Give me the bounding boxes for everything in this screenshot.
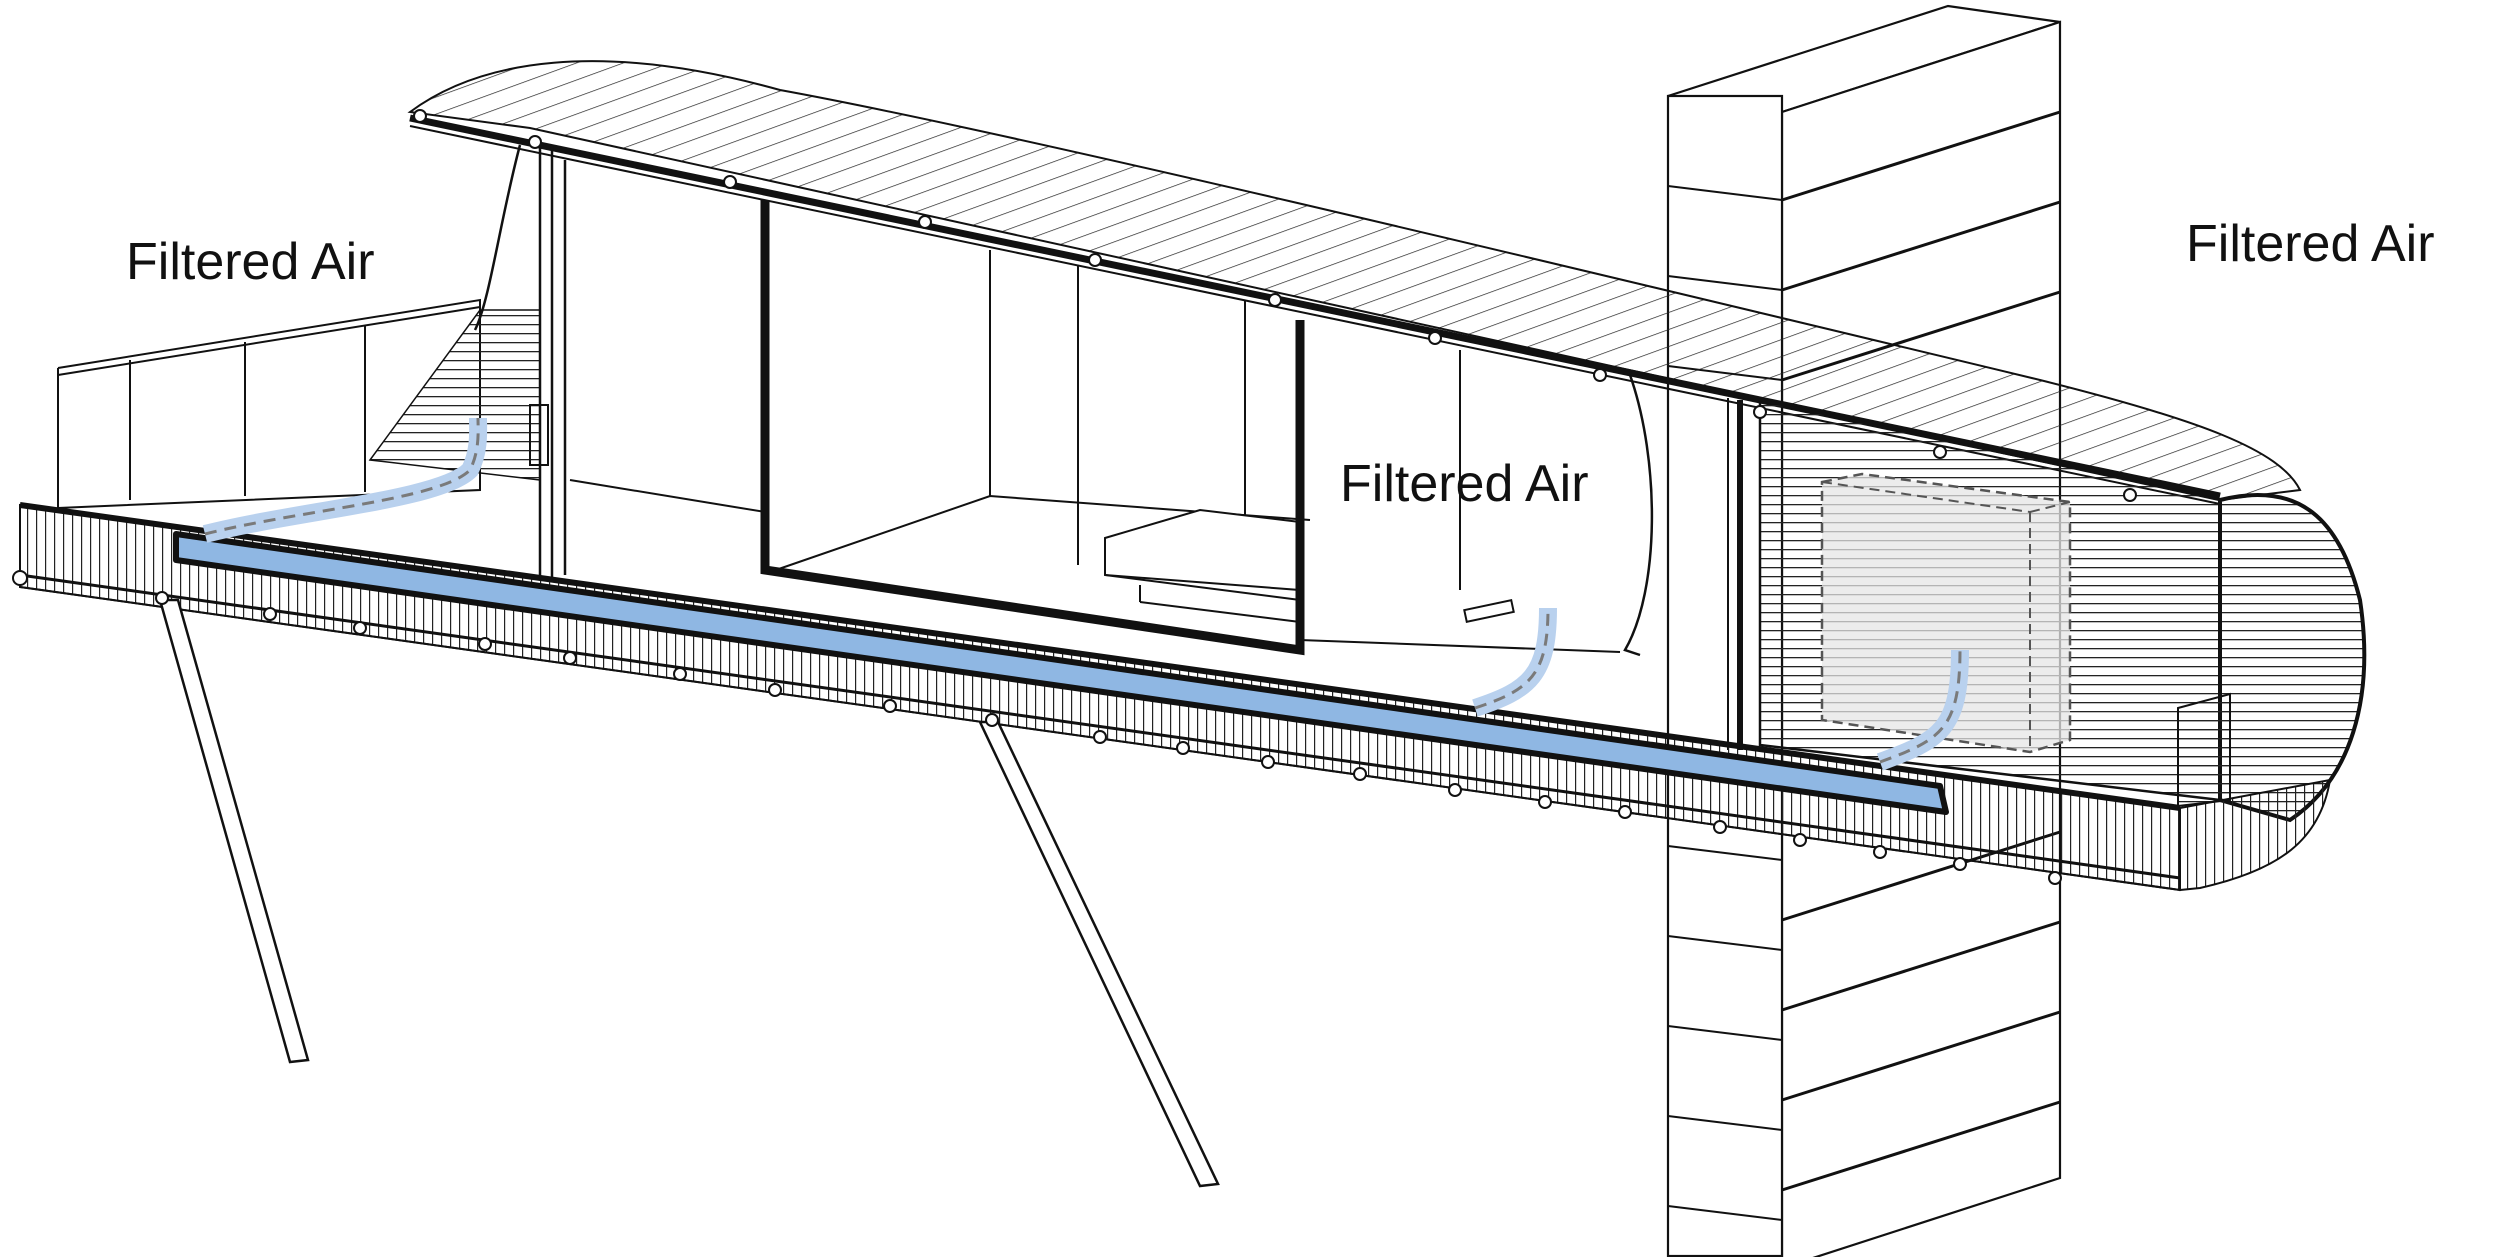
support-struts	[158, 598, 1220, 1188]
edge-rivets	[12, 109, 2137, 885]
supply-duct	[173, 531, 1949, 815]
filter-unit	[1820, 472, 2072, 754]
airflow-paths	[202, 417, 1969, 771]
interior-walls	[569, 250, 1621, 653]
bedroom-frame	[760, 200, 1305, 656]
curved-partition	[1623, 374, 1654, 657]
balcony-railing	[57, 298, 481, 510]
entrance-glazing	[473, 144, 567, 580]
filtered-air-label-center: Filtered Air	[1340, 455, 1589, 513]
filtered-air-label-left: Filtered Air	[126, 233, 375, 291]
stair-hatch	[368, 309, 541, 481]
roof-shell	[407, 60, 2302, 505]
filtered-air-label-right: Filtered Air	[2186, 215, 2435, 273]
